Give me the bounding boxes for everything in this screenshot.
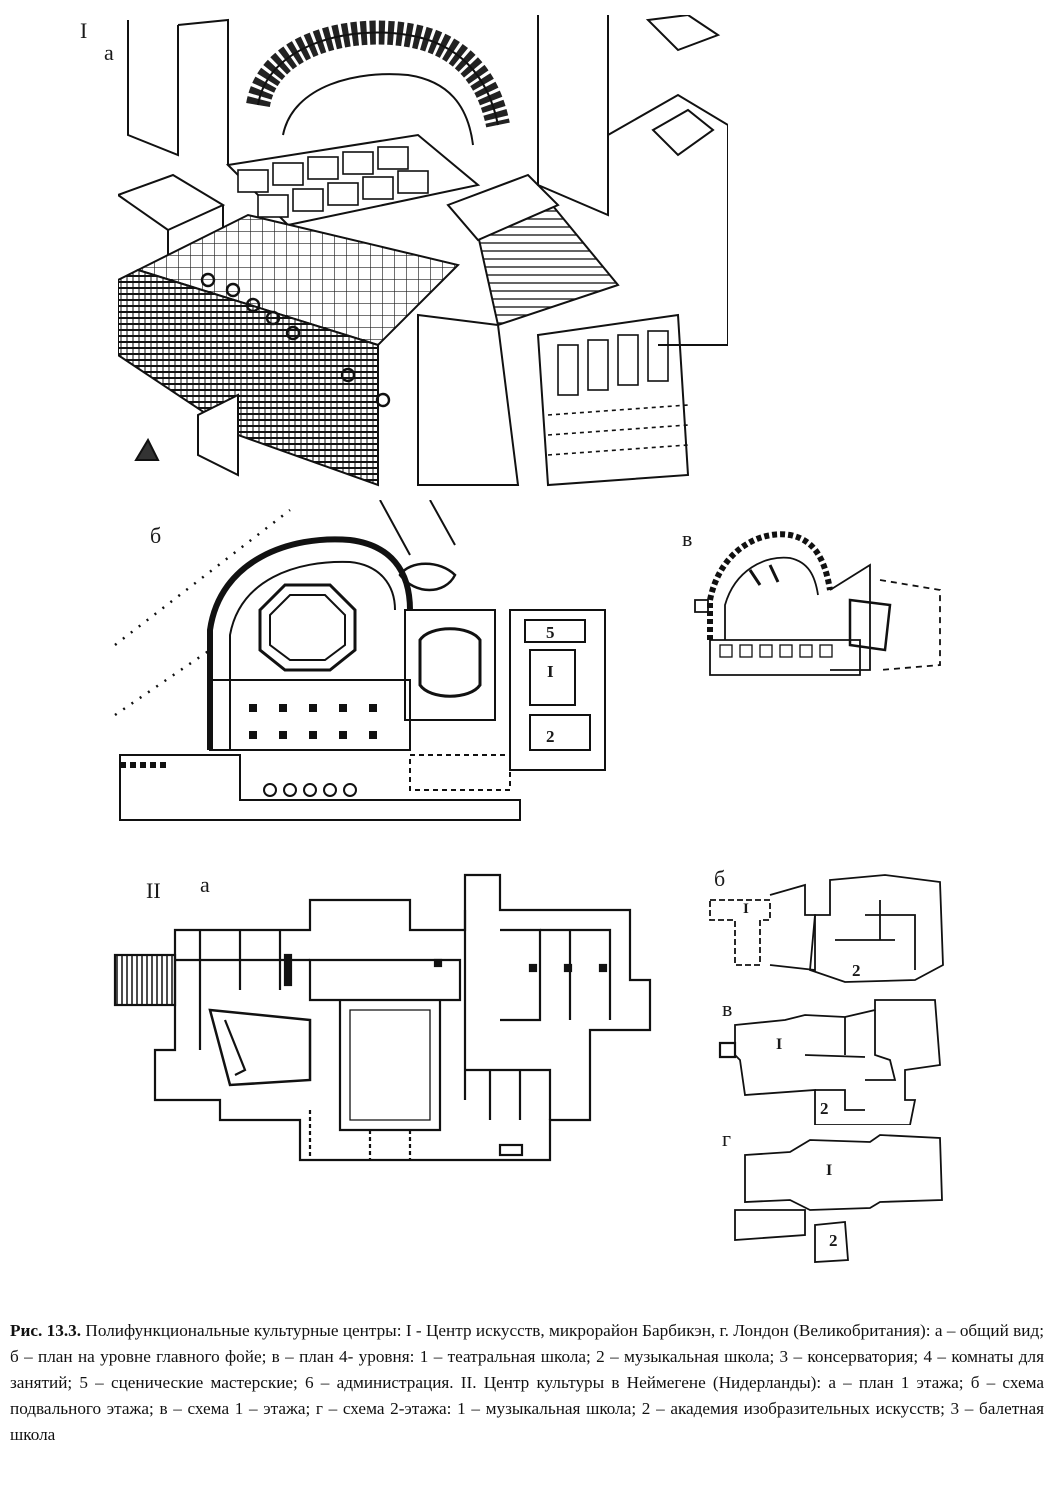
scheme-g-zone-2: 2 <box>829 1231 838 1250</box>
figure-label-II-b: б <box>714 866 726 891</box>
scheme-v-zone-1: I <box>776 1036 783 1053</box>
figure-nijmegen-ground-plan <box>110 870 655 1170</box>
plan-room-1: I <box>547 662 554 681</box>
figure-label-I-b: б <box>150 523 162 548</box>
figure-nijmegen-basement-scheme <box>705 870 950 985</box>
figure-barbican-level4-plan <box>690 520 950 695</box>
section-label-I: I <box>80 18 88 43</box>
figure-nijmegen-floor2-scheme <box>730 1130 950 1270</box>
figure-label-II-a: а <box>200 872 210 897</box>
figure-label-I-a: а <box>104 40 114 65</box>
scheme-v-zone-2: 2 <box>820 1099 829 1118</box>
figure-caption: Рис. 13.3. Полифункциональные культурные… <box>10 1318 1044 1448</box>
plan-room-2: 2 <box>546 727 555 746</box>
figure-label-II-g: г <box>722 1126 732 1151</box>
section-label-II: II <box>146 878 161 903</box>
figure-barbican-axonometric <box>118 15 728 495</box>
plan-room-5: 5 <box>546 623 555 642</box>
figure-number: Рис. 13.3. <box>10 1321 82 1340</box>
scheme-g-zone-1: I <box>826 1162 833 1179</box>
figure-nijmegen-floor1-scheme <box>715 995 950 1125</box>
caption-text: Полифункциональные культурные центры: I … <box>10 1321 1045 1444</box>
figure-barbican-foyer-plan <box>110 500 640 825</box>
figure-label-I-v: в <box>682 526 693 551</box>
scheme-b-zone-2: 2 <box>852 961 861 980</box>
scheme-b-zone-1: I <box>743 901 749 917</box>
figure-label-II-v: в <box>722 996 733 1021</box>
